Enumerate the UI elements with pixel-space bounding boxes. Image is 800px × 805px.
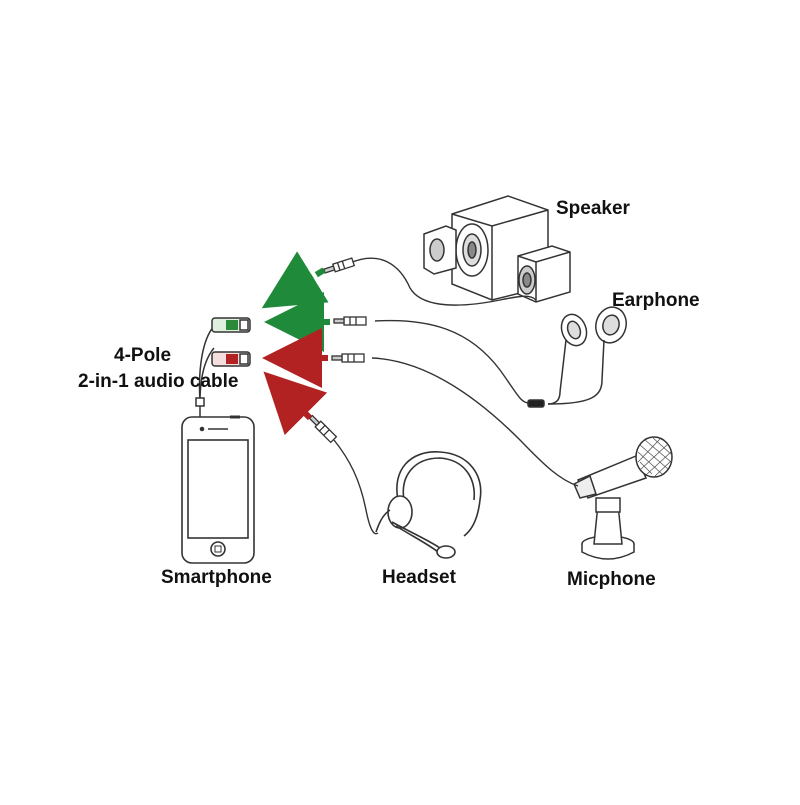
smartphone-icon [181, 415, 255, 564]
arrow-speaker [261, 251, 329, 309]
speaker-label: Speaker [556, 198, 630, 219]
cable-label-line2: 2-in-1 audio cable [78, 371, 239, 392]
cable-label-line1: 4-Pole [114, 345, 172, 366]
arrows [261, 251, 330, 436]
headset-icon [375, 451, 482, 559]
micphone-label: Micphone [567, 569, 656, 590]
smartphone-label: Smartphone [161, 567, 272, 588]
arrow-headset [263, 371, 328, 436]
audio-jack-icon [308, 257, 367, 444]
headset-label: Headset [382, 567, 456, 588]
cables [333, 257, 579, 535]
earphone-icon [527, 306, 627, 408]
splitter-icon [195, 317, 251, 417]
earphone-label: Earphone [612, 290, 700, 311]
microphone-icon [573, 436, 673, 560]
speaker-icon [423, 195, 571, 303]
